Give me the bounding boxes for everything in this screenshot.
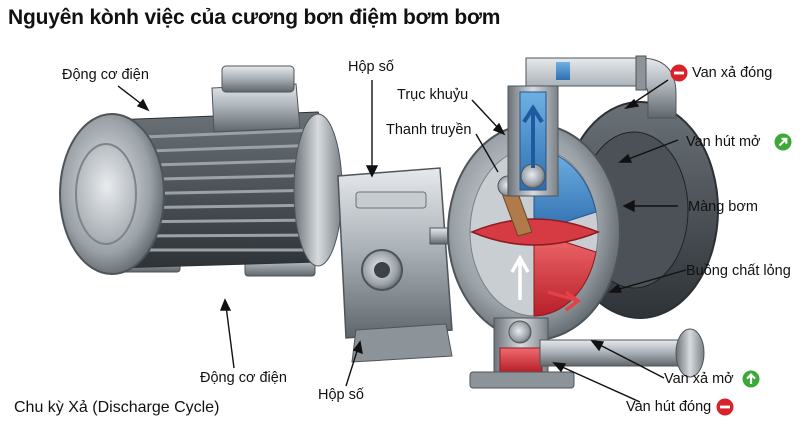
label-fluid-chamber: Buồng chất lỏng [686,262,791,280]
cycle-caption: Chu kỳ Xả (Discharge Cycle) [14,399,219,417]
arrow-up-circle-icon [742,370,760,388]
gearbox [338,168,452,362]
label-connecting-rod: Thanh truyền [386,121,471,139]
diagram-title: Nguyên kònh việc của cương bơn điệm bơm … [8,6,500,30]
arrow-up-right-circle-icon [774,133,792,151]
label-motor-top: Động cơ điện [62,66,149,84]
suction-valve-ball [509,321,531,343]
label-discharge-valve-open: Van xả mở [664,370,734,388]
minus-circle-icon [716,398,734,416]
electric-motor [60,66,342,276]
label-discharge-valve-closed: Van xả đóng [692,64,772,82]
label-gearbox-bottom: Hộp số [318,386,364,404]
label-suction-valve-open: Van hút mở [686,133,761,151]
label-crankshaft: Trục khuỷu [397,86,468,104]
minus-circle-icon [670,64,688,82]
gearbox-base [352,324,452,362]
motor-flange [294,114,342,266]
label-diaphragm: Màng bơm [688,198,758,216]
label-motor-bottom: Động cơ điện [200,369,287,387]
label-suction-valve-closed: Van hút đóng [626,398,711,416]
pump-housing [448,102,718,340]
label-gearbox-top: Hộp số [348,58,394,76]
